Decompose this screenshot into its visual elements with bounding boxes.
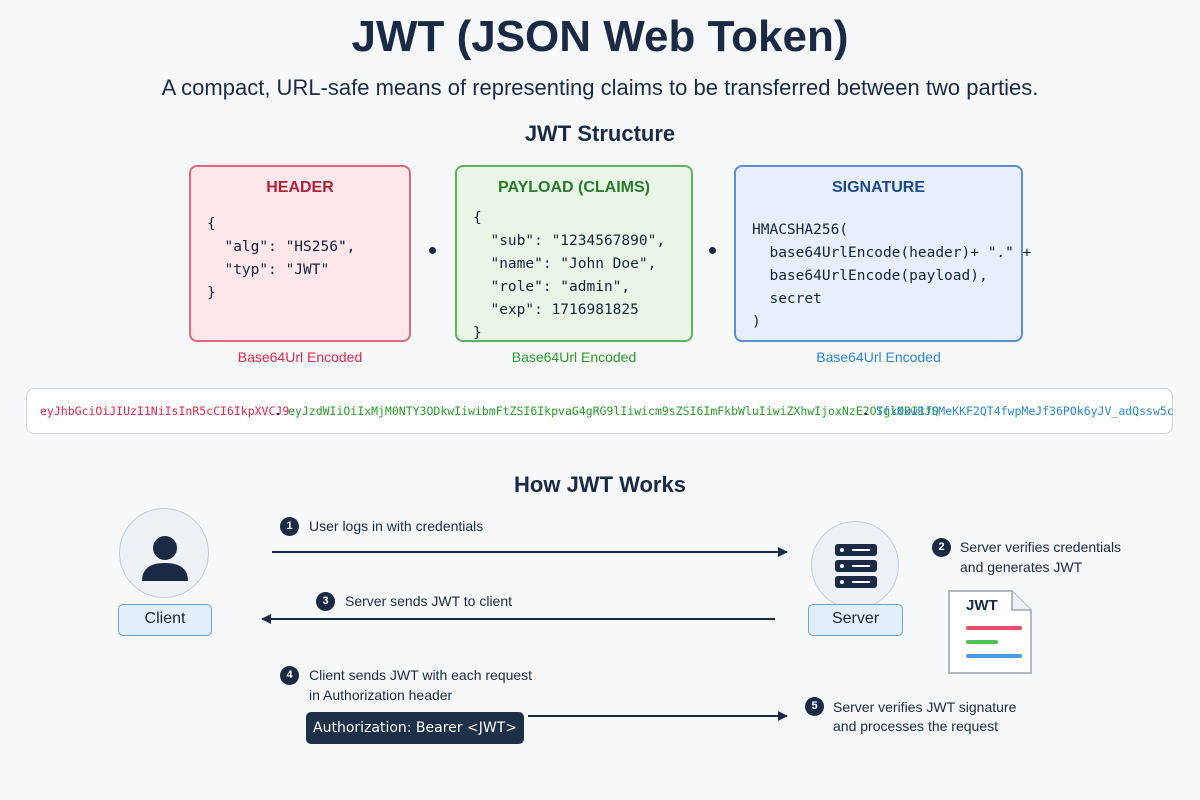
payload-encoding-label: Base64Url Encoded [511,349,637,365]
header-encoding-label: Base64Url Encoded [237,349,363,365]
step-4-text-line2: in Authorization header [309,687,453,703]
separator-dot [709,247,716,254]
step-3-text: Server sends JWT to client [345,593,513,609]
jwt-document: JWT [948,590,1032,674]
step-3-badge: 3 [316,592,335,611]
separator-dot [429,247,436,254]
token-header-part: eyJhbGciOiJIUzI1NiIsInR5cCI6IkpXVCJ9 [40,404,290,418]
header-card: HEADER { "alg": "HS256", "typ": "JWT" } [189,165,411,342]
step-5-text-line2: and processes the request [833,718,998,734]
payload-card-title: PAYLOAD (CLAIMS) [498,179,650,196]
structure-section-title: JWT Structure [524,121,676,146]
server-node [811,521,899,609]
step-2-badge: 2 [932,538,951,557]
step-4-badge: 4 [280,666,299,685]
server-label: Server [808,604,903,636]
step-1-badge: 1 [280,517,299,536]
document-icon [948,590,1032,674]
token-separator: . [276,402,280,418]
user-icon [142,536,188,581]
authorization-header-box: Authorization: Bearer <JWT> [306,712,524,744]
document-label: JWT [966,597,998,614]
page-subtitle: A compact, URL-safe means of representin… [161,75,1039,100]
signature-card-title: SIGNATURE [831,179,926,196]
client-avatar [119,508,209,598]
token-separator: . [864,402,868,418]
payload-card: PAYLOAD (CLAIMS) { "sub": "1234567890", … [455,165,693,342]
step-4-text-line1: Client sends JWT with each request [309,667,533,683]
page-title: JWT (JSON Web Token) [351,12,849,61]
how-section-title: How JWT Works [514,472,686,497]
signature-card: SIGNATURE HMACSHA256( base64UrlEncode(he… [734,165,1031,342]
header-card-title: HEADER [266,179,334,196]
step-2-text-line1: Server verifies credentials [960,539,1122,555]
client-label: Client [118,604,212,636]
header-code: { "alg": "HS256", "typ": "JWT" } [207,216,356,301]
payload-code: { "sub": "1234567890", "name": "John Doe… [473,210,666,341]
step-5-text-line1: Server verifies JWT signature [833,699,1017,715]
step-1-text: User logs in with credentials [309,518,484,534]
signature-encoding-label: Base64Url Encoded [816,349,941,365]
server-icon [835,544,877,588]
signature-code: HMACSHA256( base64UrlEncode(header)+ "."… [752,222,1032,330]
token-payload-part: eyJzdWIiOiIxMjM0NTY3ODkwIiwibmFtZSI6Ikpv… [288,404,939,418]
step-5-badge: 5 [805,697,824,716]
token-signature-part: SflKxwRJSMeKKF2QT4fwpMeJf36POk6yJV_adQss… [876,404,1174,418]
encoded-token-bar: eyJhbGciOiJIUzI1NiIsInR5cCI6IkpXVCJ9 . e… [26,388,1174,434]
step-2-text-line2: and generates JWT [960,559,1083,575]
